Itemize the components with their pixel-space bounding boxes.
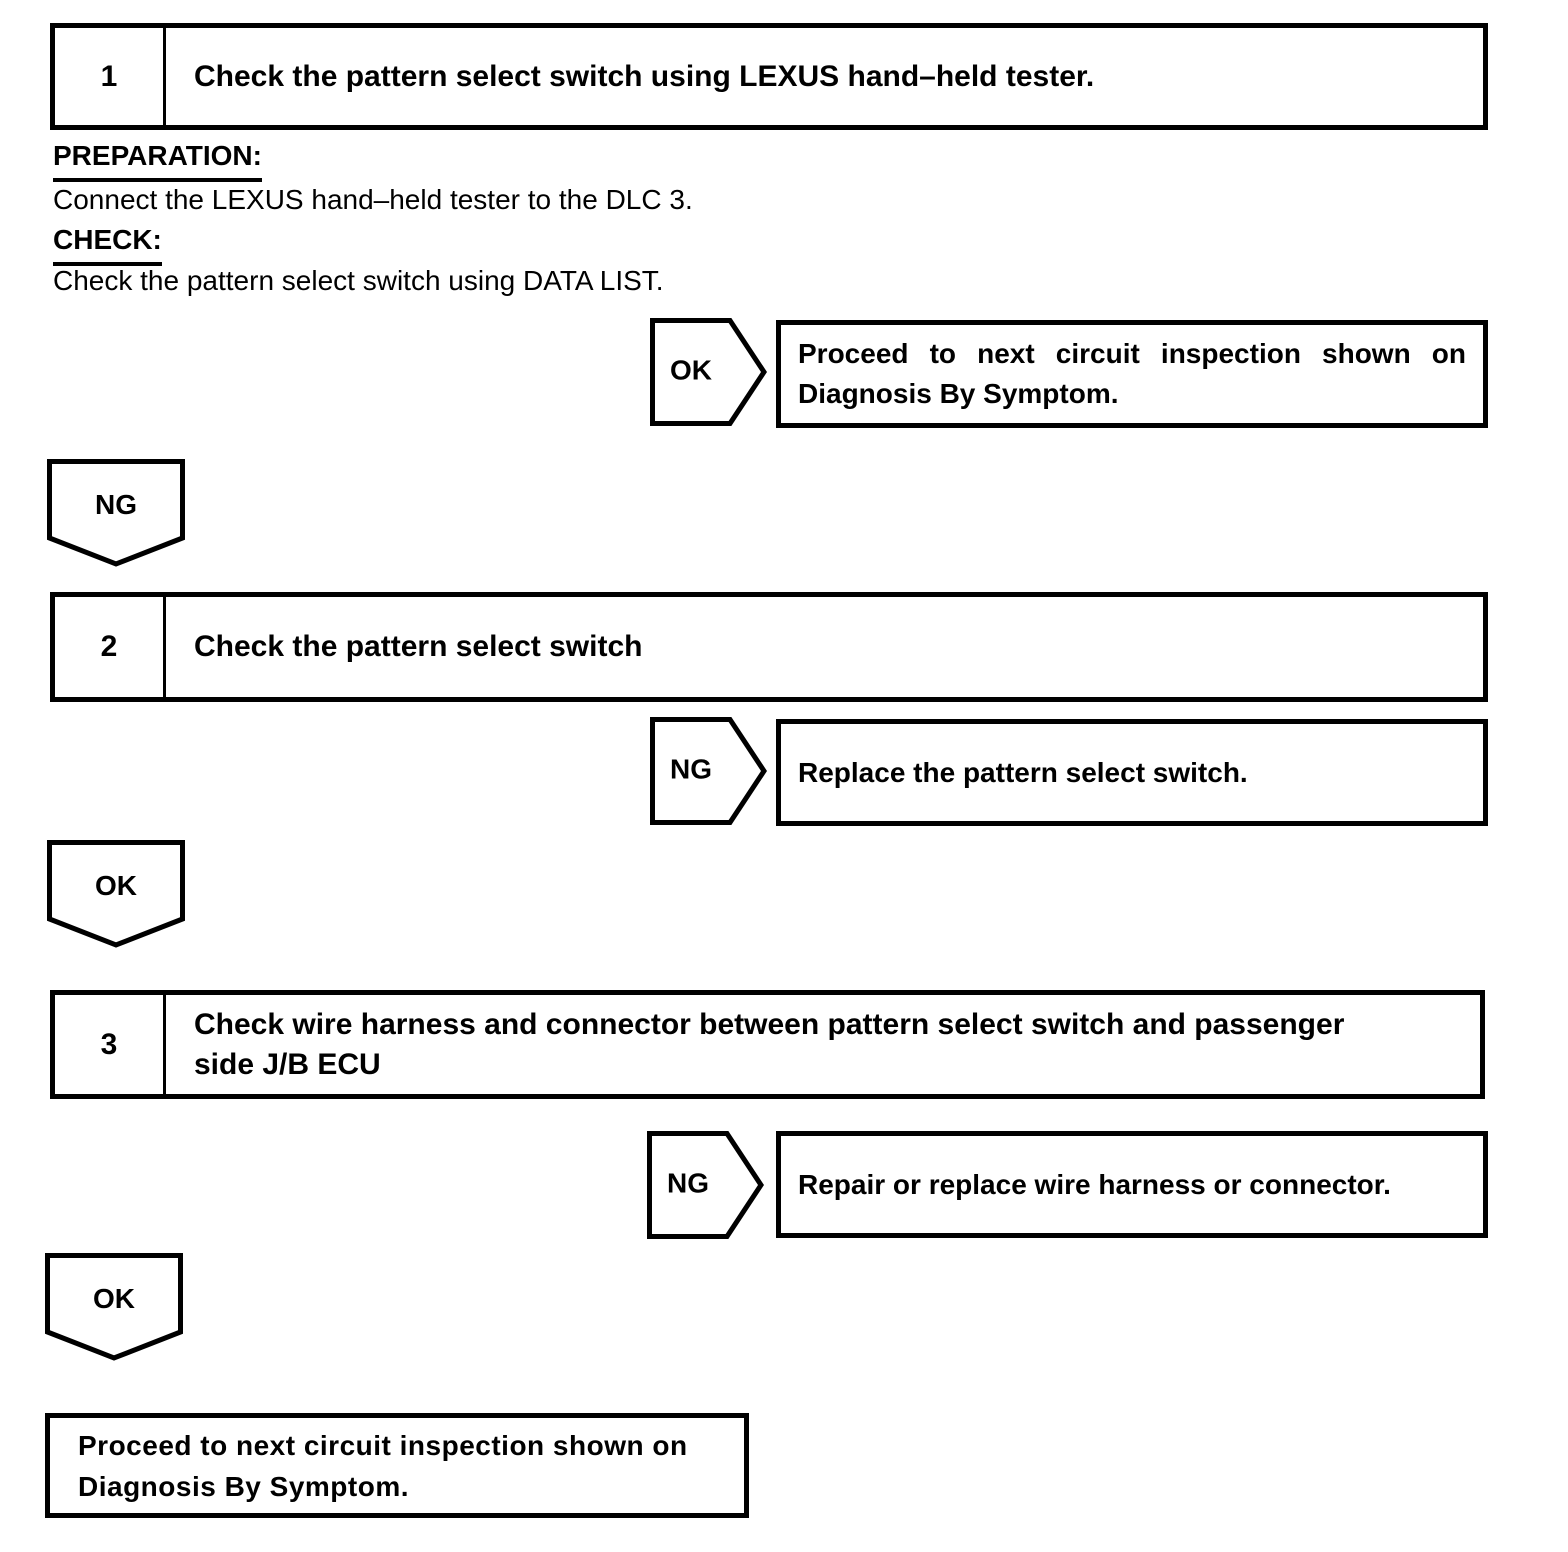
ok-down-arrow-label: OK — [95, 870, 137, 901]
preparation-heading: PREPARATION: — [53, 140, 262, 182]
ok-down-arrow-icon: OK — [47, 840, 185, 948]
step-box-2: 2 Check the pattern select switch — [50, 592, 1488, 702]
result-line: Diagnosis By Symptom. — [798, 378, 1119, 409]
ok-branch-label: OK — [670, 354, 712, 386]
step-box-1: 1 Check the pattern select switch using … — [50, 23, 1488, 130]
preparation-text: Connect the LEXUS hand–held tester to th… — [53, 184, 693, 215]
final-result-line: Diagnosis By Symptom. — [78, 1470, 410, 1502]
ok-down-arrow-label: OK — [93, 1283, 135, 1314]
step-title-line: Check wire harness and connector between… — [194, 1007, 1345, 1041]
step-number: 3 — [55, 995, 166, 1094]
step-title-line: Check the pattern select switch — [194, 630, 643, 663]
result-line: Repair or replace wire harness or connec… — [798, 1168, 1391, 1200]
result-box-replace-switch: Replace the pattern select switch. — [776, 719, 1488, 826]
step-number: 1 — [55, 28, 166, 125]
check-heading: CHECK: — [53, 224, 162, 266]
step-box-3: 3 Check wire harness and connector betwe… — [50, 990, 1485, 1099]
final-result-line: Proceed to next circuit inspection shown… — [78, 1429, 688, 1461]
result-line: Proceed to next circuit inspection shown… — [798, 338, 1466, 369]
step-number: 2 — [55, 597, 166, 697]
step-title: Check the pattern select switch — [166, 597, 1483, 697]
final-result-box: Proceed to next circuit inspection shown… — [45, 1413, 749, 1518]
step-title: Check the pattern select switch using LE… — [166, 28, 1483, 125]
check-text: Check the pattern select switch using DA… — [53, 265, 664, 296]
ng-down-arrow-icon: NG — [47, 459, 185, 567]
step-title-line: Check the pattern select switch using LE… — [194, 59, 1095, 93]
result-box-proceed: Proceed to next circuit inspection shown… — [776, 320, 1488, 428]
ng-down-arrow-label: NG — [95, 489, 137, 520]
ok-branch-arrow-icon: OK — [650, 318, 767, 426]
ng-branch-label: NG — [667, 1167, 709, 1199]
ng-branch-label: NG — [670, 753, 712, 785]
ng-branch-arrow-icon: NG — [650, 717, 767, 825]
result-line: Replace the pattern select switch. — [798, 756, 1248, 788]
ng-branch-arrow-icon: NG — [647, 1131, 764, 1239]
result-box-repair-harness: Repair or replace wire harness or connec… — [776, 1131, 1488, 1238]
step-title: Check wire harness and connector between… — [166, 995, 1480, 1094]
ok-down-arrow-icon: OK — [45, 1253, 183, 1361]
step-title-line: side J/B ECU — [194, 1047, 381, 1081]
